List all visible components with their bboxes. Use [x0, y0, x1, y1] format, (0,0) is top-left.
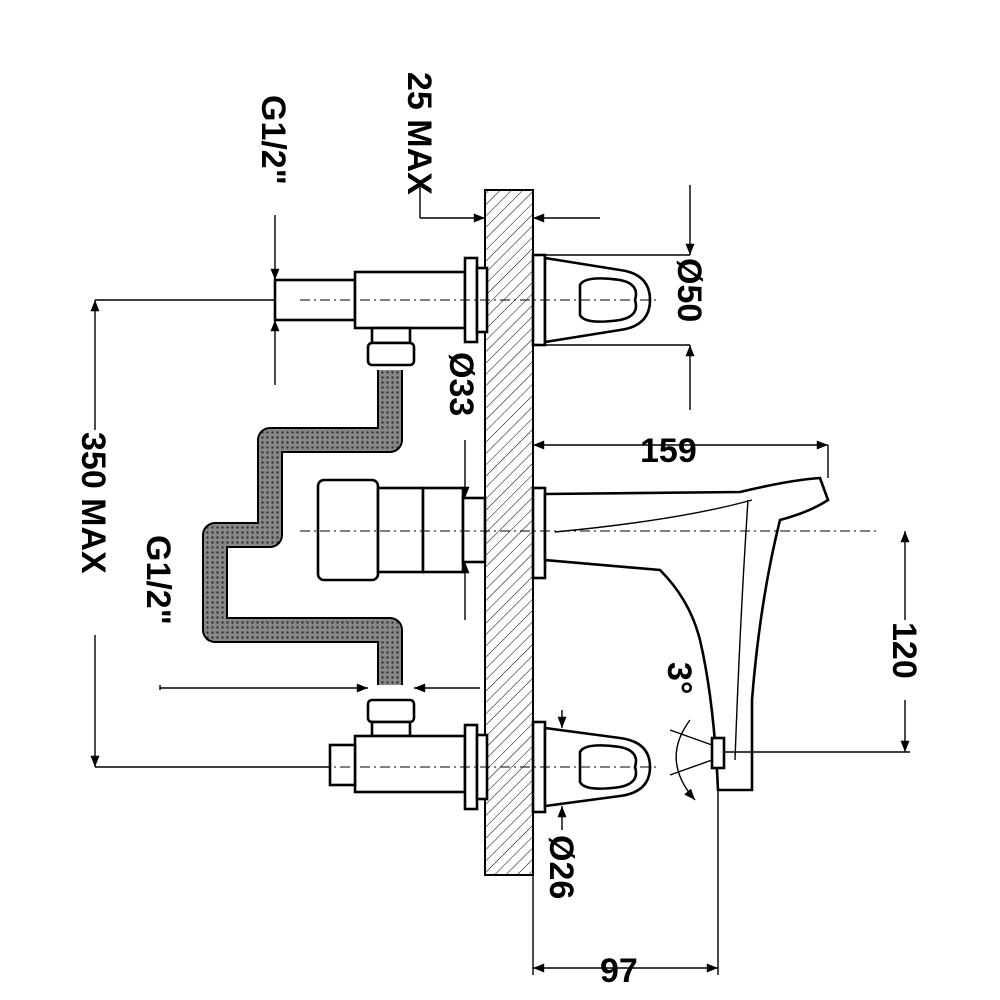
handle-projection-label: 97	[600, 952, 638, 990]
rosette-diameter-label: Ø26	[542, 835, 580, 899]
body-diameter-label: Ø33	[442, 352, 480, 416]
spout	[543, 476, 830, 792]
spout-projection-label: 159	[640, 432, 697, 470]
thread-top-label: G1/2"	[254, 95, 292, 185]
central-body	[316, 478, 547, 582]
handle-diameter-label: Ø50	[670, 258, 708, 322]
angle-label: 3°	[660, 662, 698, 695]
wall-thickness-label: 25 MAX	[400, 72, 438, 195]
dimension-lines	[90, 180, 910, 975]
top-valve	[273, 253, 652, 367]
wall-section	[484, 189, 534, 876]
bottom-valve	[328, 698, 726, 814]
height-max-label: 350 MAX	[74, 432, 112, 574]
thread-bottom-label: G1/2"	[139, 535, 177, 625]
spout-height-label: 120	[885, 622, 923, 679]
